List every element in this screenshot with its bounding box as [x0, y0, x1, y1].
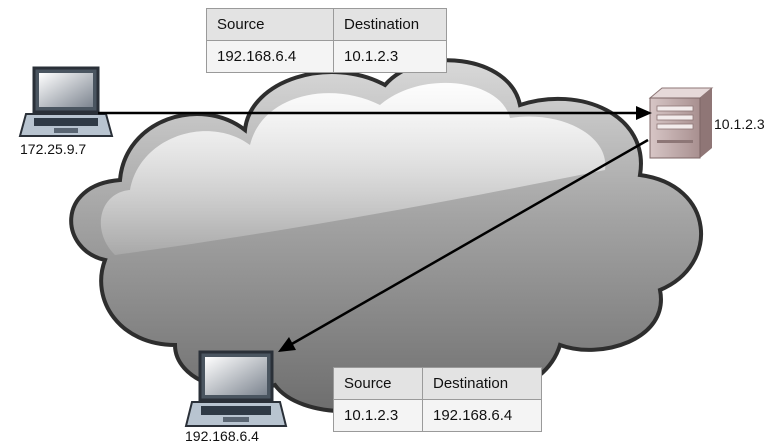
source-header: Source: [206, 8, 334, 41]
laptop-bottom-ip-label: 192.168.6.4: [185, 428, 259, 444]
server-icon[interactable]: [648, 87, 714, 159]
source-value: 10.1.2.3: [333, 399, 423, 432]
destination-header: Destination: [422, 367, 542, 400]
laptop-icon-bottom[interactable]: [184, 350, 288, 427]
source-header: Source: [333, 367, 423, 400]
laptop-icon-left[interactable]: [18, 66, 114, 137]
destination-value: 10.1.2.3: [333, 40, 447, 73]
cloud-icon: [69, 58, 704, 414]
destination-value: 192.168.6.4: [422, 399, 542, 432]
arrow-icon: [98, 106, 652, 352]
source-value: 192.168.6.4: [206, 40, 334, 73]
laptop-left-ip-label: 172.25.9.7: [20, 141, 87, 157]
server-ip-label: 10.1.2.3: [714, 116, 765, 132]
packet-table-outbound: Source Destination 192.168.6.4 10.1.2.3: [206, 8, 447, 73]
packet-table-return: Source Destination 10.1.2.3 192.168.6.4: [333, 367, 542, 432]
destination-header: Destination: [333, 8, 447, 41]
